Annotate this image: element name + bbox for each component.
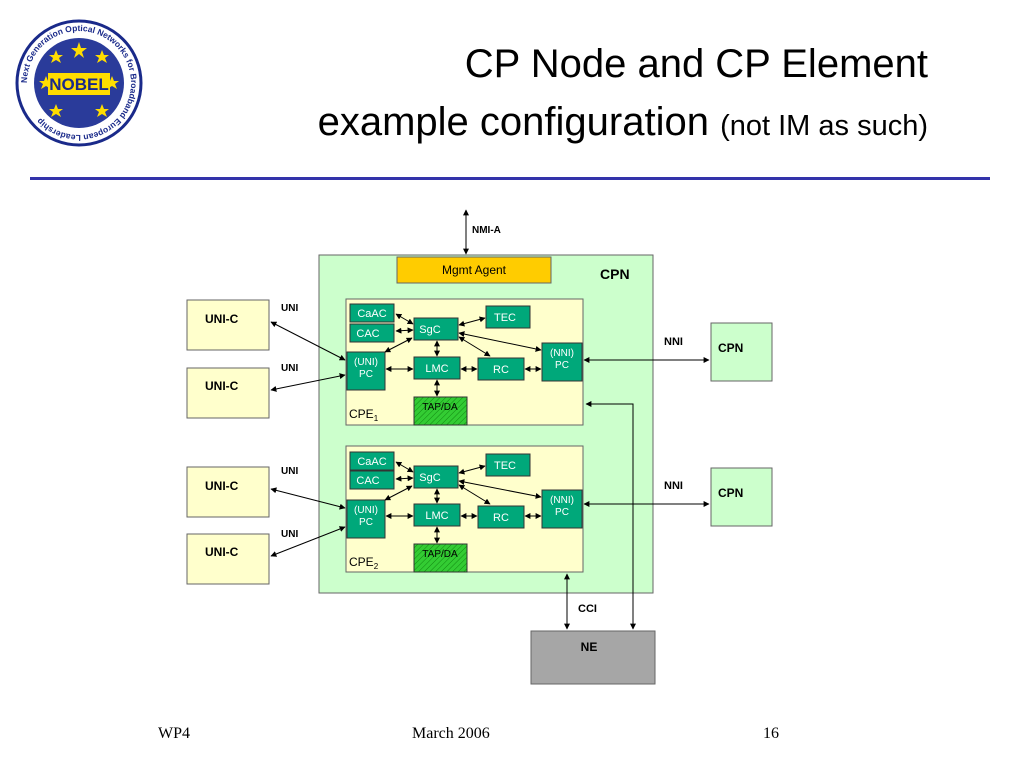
uni-label-2: UNI: [281, 363, 298, 374]
cpe1-caac-box: [349, 303, 395, 323]
mgmt-agent-label: Mgmt Agent: [442, 263, 507, 277]
cpe1-lmc-label: LMC: [425, 363, 448, 375]
slide-title-line1: CP Node and CP Element: [464, 42, 928, 86]
cpe1-caac-label: CaAC: [357, 308, 386, 320]
uni-c-label-2: UNI-C: [205, 379, 239, 393]
cpe1-uni-pc-box: [346, 351, 386, 391]
cpe1-rc-box: [477, 357, 525, 381]
footer-left: WP4: [158, 725, 190, 742]
ne-label: NE: [581, 640, 598, 654]
cpe1-rc-label: RC: [493, 364, 509, 376]
cpn-node-label: CPN: [600, 266, 630, 282]
cpe2-nni-pc-box: [541, 489, 583, 529]
logo-banner: [48, 73, 110, 95]
cpe2-tap-box: [413, 543, 468, 573]
uni-c-label-1: UNI-C: [205, 312, 239, 326]
cpe2-rc-label: RC: [493, 512, 509, 524]
uni-c-label-3: UNI-C: [205, 479, 239, 493]
cpn-peer-label-1: CPN: [718, 341, 743, 355]
cpe2-cac-box: [349, 470, 395, 490]
cpe1-arrows: [384, 313, 542, 397]
title-rule: [30, 177, 990, 180]
cpe1-tap-box: [413, 396, 468, 426]
cpe1-lmc-box: [413, 356, 461, 380]
cpe1-cac-box: [349, 323, 395, 343]
footer-page-number: 16: [763, 725, 779, 742]
footer-date: March 2006: [412, 725, 490, 742]
cpe1-tap-label: TAP/DA: [422, 402, 458, 413]
uni-c-box-2: [186, 367, 270, 419]
cpe2-caac-label: CaAC: [357, 456, 386, 468]
cpe1-tec-label: TEC: [494, 312, 516, 324]
cpe1-nni-pc-line2: PC: [555, 360, 569, 371]
uni-c-box-4: [186, 533, 270, 585]
cpe2-tec-box: [485, 453, 531, 477]
uni-c-label-4: UNI-C: [205, 545, 239, 559]
cpe2-nni-pc-line1: (NNI): [550, 495, 574, 506]
cpe1-cac-label: CAC: [356, 328, 379, 340]
cpe2-cac-label: CAC: [356, 475, 379, 487]
cpe2-label: CPE2: [349, 555, 379, 571]
cpe2-lmc-box: [413, 503, 461, 527]
uni-label-4: UNI: [281, 529, 298, 540]
cci-label: CCI: [578, 603, 597, 615]
slide-title-line2: example configuration (not IM as such): [318, 100, 928, 145]
cpe1-uni-pc-line1: (UNI): [354, 357, 378, 368]
cpe1-label: CPE1: [349, 407, 379, 423]
cpe2-sgc-label: SgC: [419, 472, 440, 484]
uni-arrows: [270, 321, 346, 557]
nobel-logo: Next Generation Optical Networks for Bro…: [15, 19, 143, 147]
nmi-label: NMI-A: [472, 225, 501, 236]
cpe1-sgc-label: SgC: [419, 324, 440, 336]
mgmt-agent-box: [396, 256, 552, 284]
cpe2-arrows: [384, 461, 542, 544]
cpe2-uni-pc-line1: (UNI): [354, 505, 378, 516]
uni-c-box-3: [186, 466, 270, 518]
cpn-peer-box-2: [710, 467, 773, 527]
cpe1-tec-box: [485, 305, 531, 329]
title-note-text: (not IM as such): [720, 110, 928, 142]
cpe2-lmc-label: LMC: [425, 510, 448, 522]
cpe2-caac-box: [349, 451, 395, 471]
nni-label-2: NNI: [664, 480, 683, 492]
cpn-peer-box-1: [710, 322, 773, 382]
cpe2-sgc-box: [413, 465, 459, 489]
cpe2-nni-pc-line2: PC: [555, 507, 569, 518]
nni-label-1: NNI: [664, 336, 683, 348]
cpe2-tec-label: TEC: [494, 460, 516, 472]
cpe2-uni-pc-line2: PC: [359, 517, 373, 528]
cpe2-uni-pc-box: [346, 499, 386, 539]
cpe1-nni-pc-line1: (NNI): [550, 348, 574, 359]
cpe1-nni-pc-box: [541, 342, 583, 382]
cpe2-rc-box: [477, 505, 525, 529]
uni-c-boxes: UNI-C UNI-C UNI-C UNI-C: [186, 299, 270, 585]
title-main-text: example configuration: [317, 100, 709, 144]
cpe1-sgc-box: [413, 317, 459, 341]
uni-label-3: UNI: [281, 466, 298, 477]
cpe1-uni-pc-line2: PC: [359, 369, 373, 380]
uni-c-box-1: [186, 299, 270, 351]
cpe1-ne-link: [585, 401, 636, 630]
logo-wordmark: NOBEL: [49, 75, 109, 94]
cpe2-tap-label: TAP/DA: [422, 549, 458, 560]
ne-box: [530, 630, 656, 685]
uni-label-1: UNI: [281, 303, 298, 314]
cpn-peer-label-2: CPN: [718, 486, 743, 500]
